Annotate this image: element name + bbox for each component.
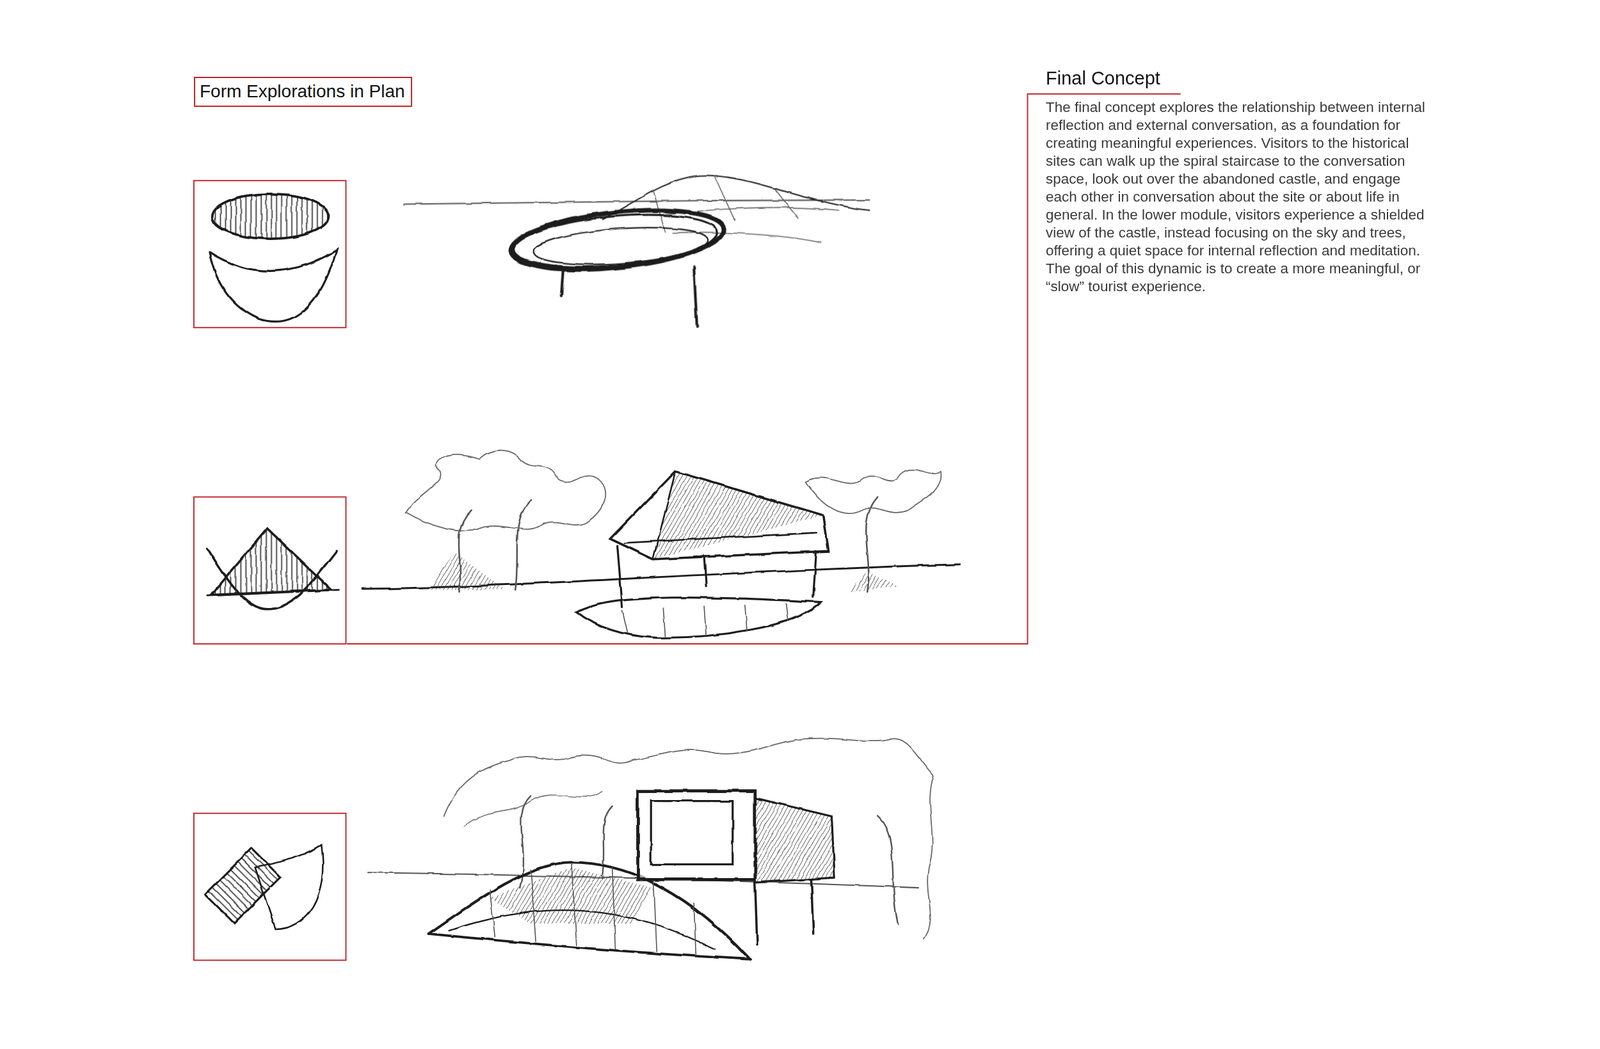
section-heading-box: Form Explorations in Plan	[193, 76, 413, 107]
perspective-sketch	[362, 450, 960, 639]
plan-sketch	[207, 528, 340, 610]
perspective-sketch	[367, 738, 934, 960]
concept-text-block: Final ConceptThe final concept explores …	[1045, 66, 1430, 296]
plan-frame	[193, 496, 347, 644]
concept-heading: Final Concept	[1045, 66, 1430, 90]
perspective-sketch	[403, 175, 870, 327]
plan-sketch	[209, 192, 337, 322]
plan-sketch	[205, 844, 323, 929]
plan-frame	[193, 813, 347, 961]
concept-body: The final concept explores the relations…	[1045, 98, 1430, 296]
section-heading: Form Explorations in Plan	[199, 78, 407, 105]
plan-frame	[193, 180, 347, 328]
